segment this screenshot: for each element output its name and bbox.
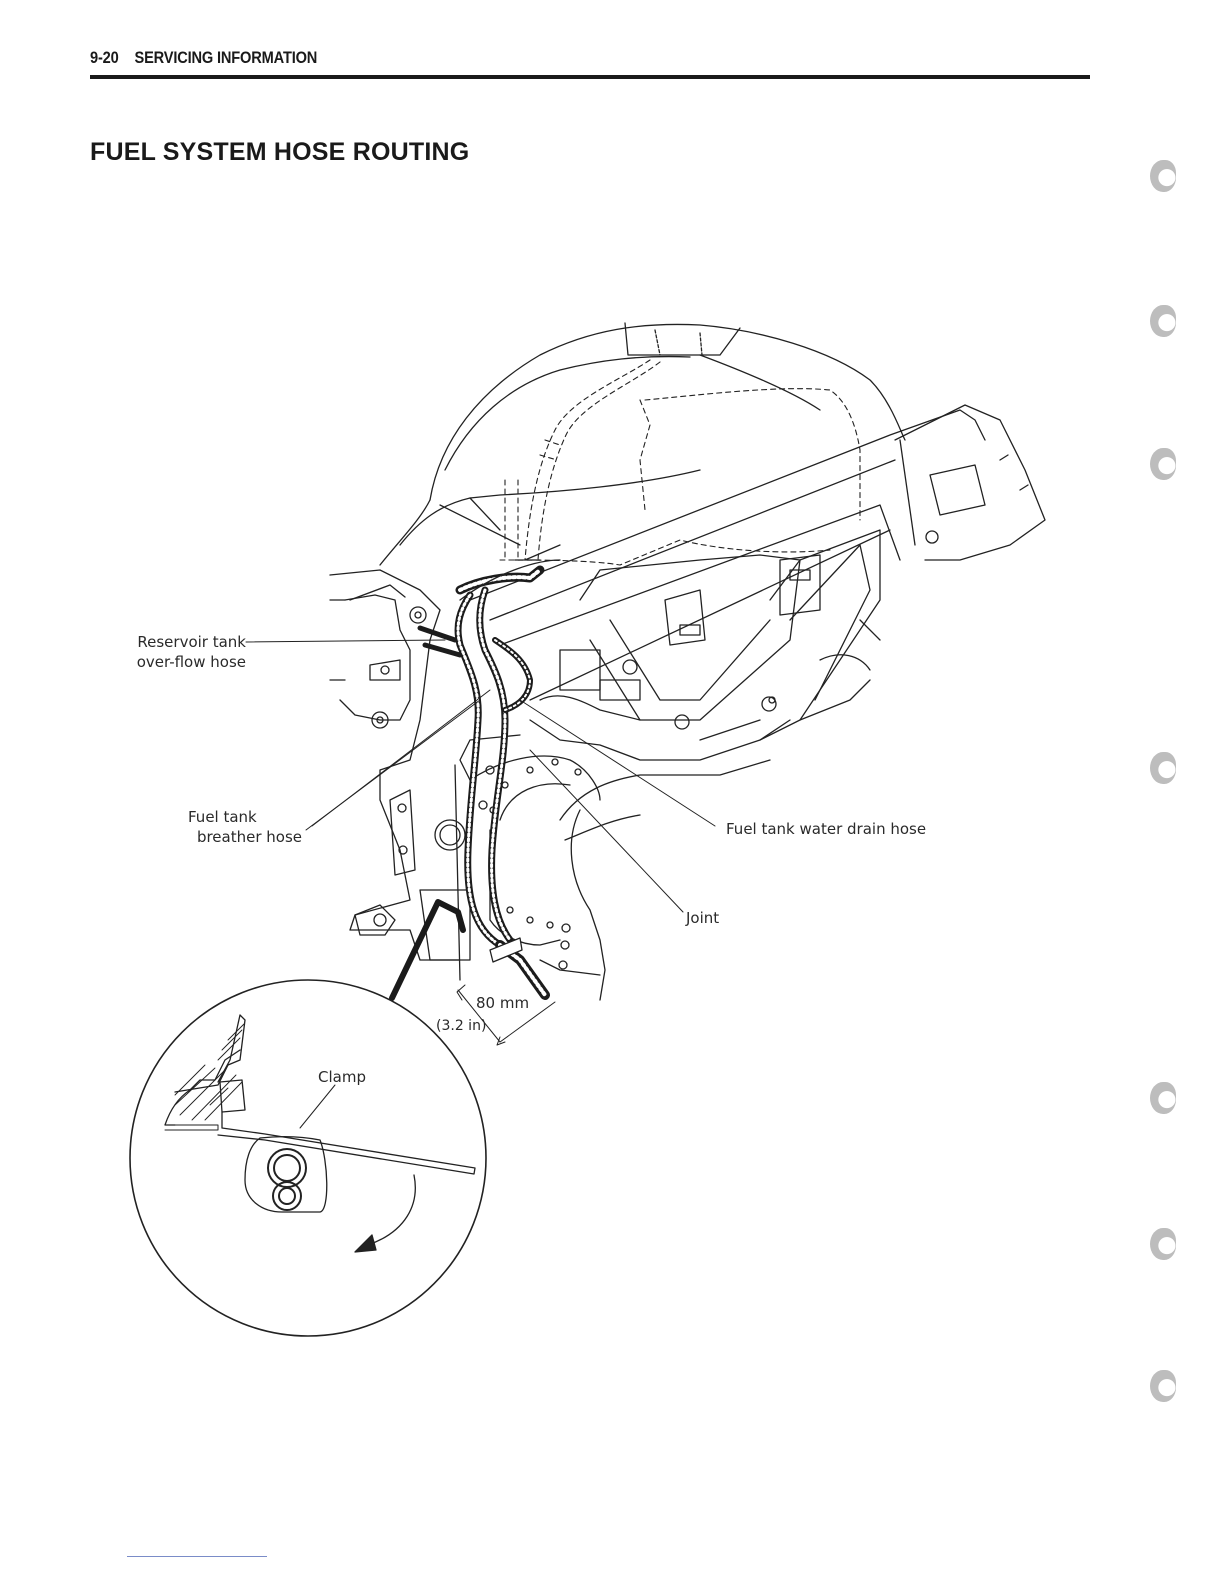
hoses [420, 545, 560, 995]
bottom-mark [127, 1556, 267, 1557]
detail-pointer [392, 902, 463, 998]
binder-hole [1150, 448, 1176, 480]
binder-hole [1150, 1370, 1176, 1402]
breather-hose-label: Fuel tank breather hose [170, 807, 302, 847]
clamp-label: Clamp [318, 1067, 366, 1087]
binder-hole [1150, 1228, 1176, 1260]
dimension-in-label: (3.2 in) [436, 1016, 486, 1036]
reservoir-tank-label: Reservoir tank over-flow hose [120, 632, 246, 672]
fuel-tank [380, 323, 905, 565]
joint-label: Joint [686, 908, 719, 928]
binder-hole [1150, 160, 1176, 192]
binder-hole [1150, 752, 1176, 784]
tank-internal-lines [500, 360, 860, 565]
binder-hole [1150, 305, 1176, 337]
water-drain-hose-label: Fuel tank water drain hose [726, 819, 926, 839]
binder-hole [1150, 1082, 1176, 1114]
dimension-mm-label: 80 mm [476, 993, 529, 1013]
clamp-detail-view [130, 980, 486, 1336]
